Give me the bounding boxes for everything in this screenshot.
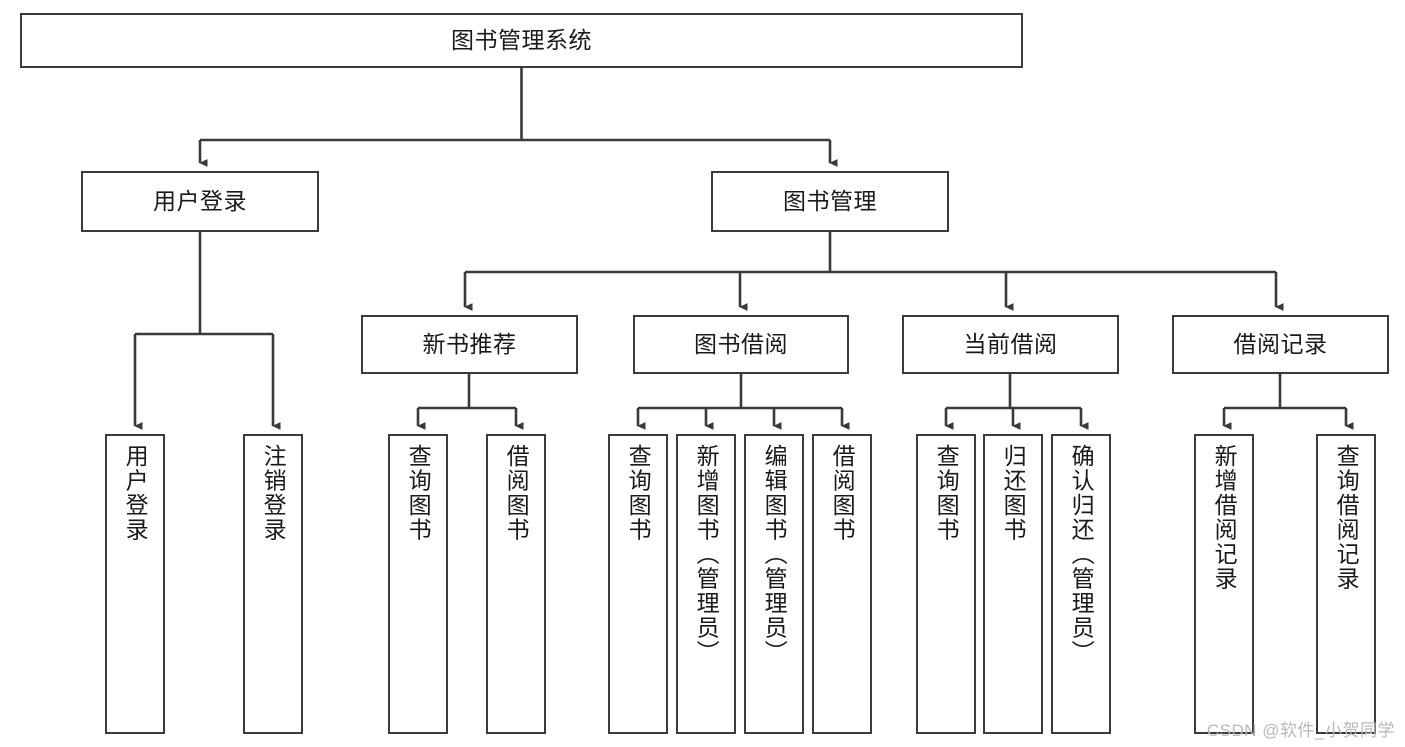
node-leaf-confirm-return[interactable]: 确认归还（管理员） [1051, 434, 1111, 734]
node-leaf-logout[interactable]: 注销登录 [243, 434, 303, 734]
node-user-login-label: 用户登录 [153, 187, 247, 214]
node-borrow-record-label: 借阅记录 [1233, 330, 1328, 357]
node-leaf-return-book[interactable]: 归还图书 [983, 434, 1043, 734]
node-leaf-add-record[interactable]: 新增借阅记录 [1194, 434, 1254, 734]
node-leaf-query-record[interactable]: 查询借阅记录 [1316, 434, 1376, 734]
node-book-borrow[interactable]: 图书借阅 [633, 315, 849, 374]
edge-bookborrow-to-leaves [636, 374, 850, 430]
node-leaf-query-book-2[interactable]: 查询图书 [608, 434, 668, 734]
node-root-label: 图书管理系统 [451, 26, 592, 53]
edge-root-to-level1 [198, 68, 838, 167]
node-leaf-borrow-book-2[interactable]: 借阅图书 [812, 434, 872, 734]
watermark: CSDN @软件_小贺同学 [1206, 721, 1395, 740]
node-new-book-rec-label: 新书推荐 [422, 330, 517, 357]
node-leaf-return-book-label: 归还图书 [1000, 444, 1027, 542]
node-leaf-edit-book-label: 编辑图书（管理员） [761, 444, 788, 665]
node-book-manage[interactable]: 图书管理 [711, 171, 949, 232]
node-leaf-add-book[interactable]: 新增图书（管理员） [676, 434, 736, 734]
node-leaf-borrow-book-2-label: 借阅图书 [829, 444, 856, 542]
node-leaf-query-record-label: 查询借阅记录 [1333, 444, 1360, 591]
node-leaf-query-book-1-label: 查询图书 [405, 444, 432, 542]
node-current-borrow[interactable]: 当前借阅 [902, 315, 1119, 374]
node-leaf-confirm-return-label: 确认归还（管理员） [1068, 444, 1095, 665]
node-borrow-record[interactable]: 借阅记录 [1172, 315, 1389, 374]
node-book-borrow-label: 图书借阅 [694, 330, 788, 357]
node-book-manage-label: 图书管理 [783, 187, 877, 214]
node-leaf-user-login-label: 用户登录 [122, 444, 149, 542]
node-leaf-add-record-label: 新增借阅记录 [1211, 444, 1238, 591]
node-root[interactable]: 图书管理系统 [20, 13, 1023, 68]
node-user-login[interactable]: 用户登录 [81, 171, 319, 232]
node-new-book-rec[interactable]: 新书推荐 [361, 315, 578, 374]
node-current-borrow-label: 当前借阅 [963, 330, 1058, 357]
node-leaf-add-book-label: 新增图书（管理员） [693, 444, 720, 665]
node-leaf-query-book-1[interactable]: 查询图书 [388, 434, 448, 734]
edge-bookmanage-to-level2 [463, 232, 1284, 311]
node-leaf-query-book-3-label: 查询图书 [933, 444, 960, 542]
node-leaf-logout-label: 注销登录 [260, 444, 287, 542]
node-leaf-query-book-2-label: 查询图书 [625, 444, 652, 542]
edge-currentborrow-to-leaves [944, 374, 1089, 430]
node-leaf-query-book-3[interactable]: 查询图书 [916, 434, 976, 734]
edge-userlogin-to-leaves [133, 232, 281, 430]
node-leaf-borrow-book-1-label: 借阅图书 [503, 444, 530, 542]
node-leaf-borrow-book-1[interactable]: 借阅图书 [486, 434, 546, 734]
edge-borrowrecord-to-leaves [1222, 374, 1354, 430]
node-leaf-edit-book[interactable]: 编辑图书（管理员） [744, 434, 804, 734]
edge-newbook-to-leaves [416, 374, 524, 430]
node-leaf-user-login[interactable]: 用户登录 [105, 434, 165, 734]
